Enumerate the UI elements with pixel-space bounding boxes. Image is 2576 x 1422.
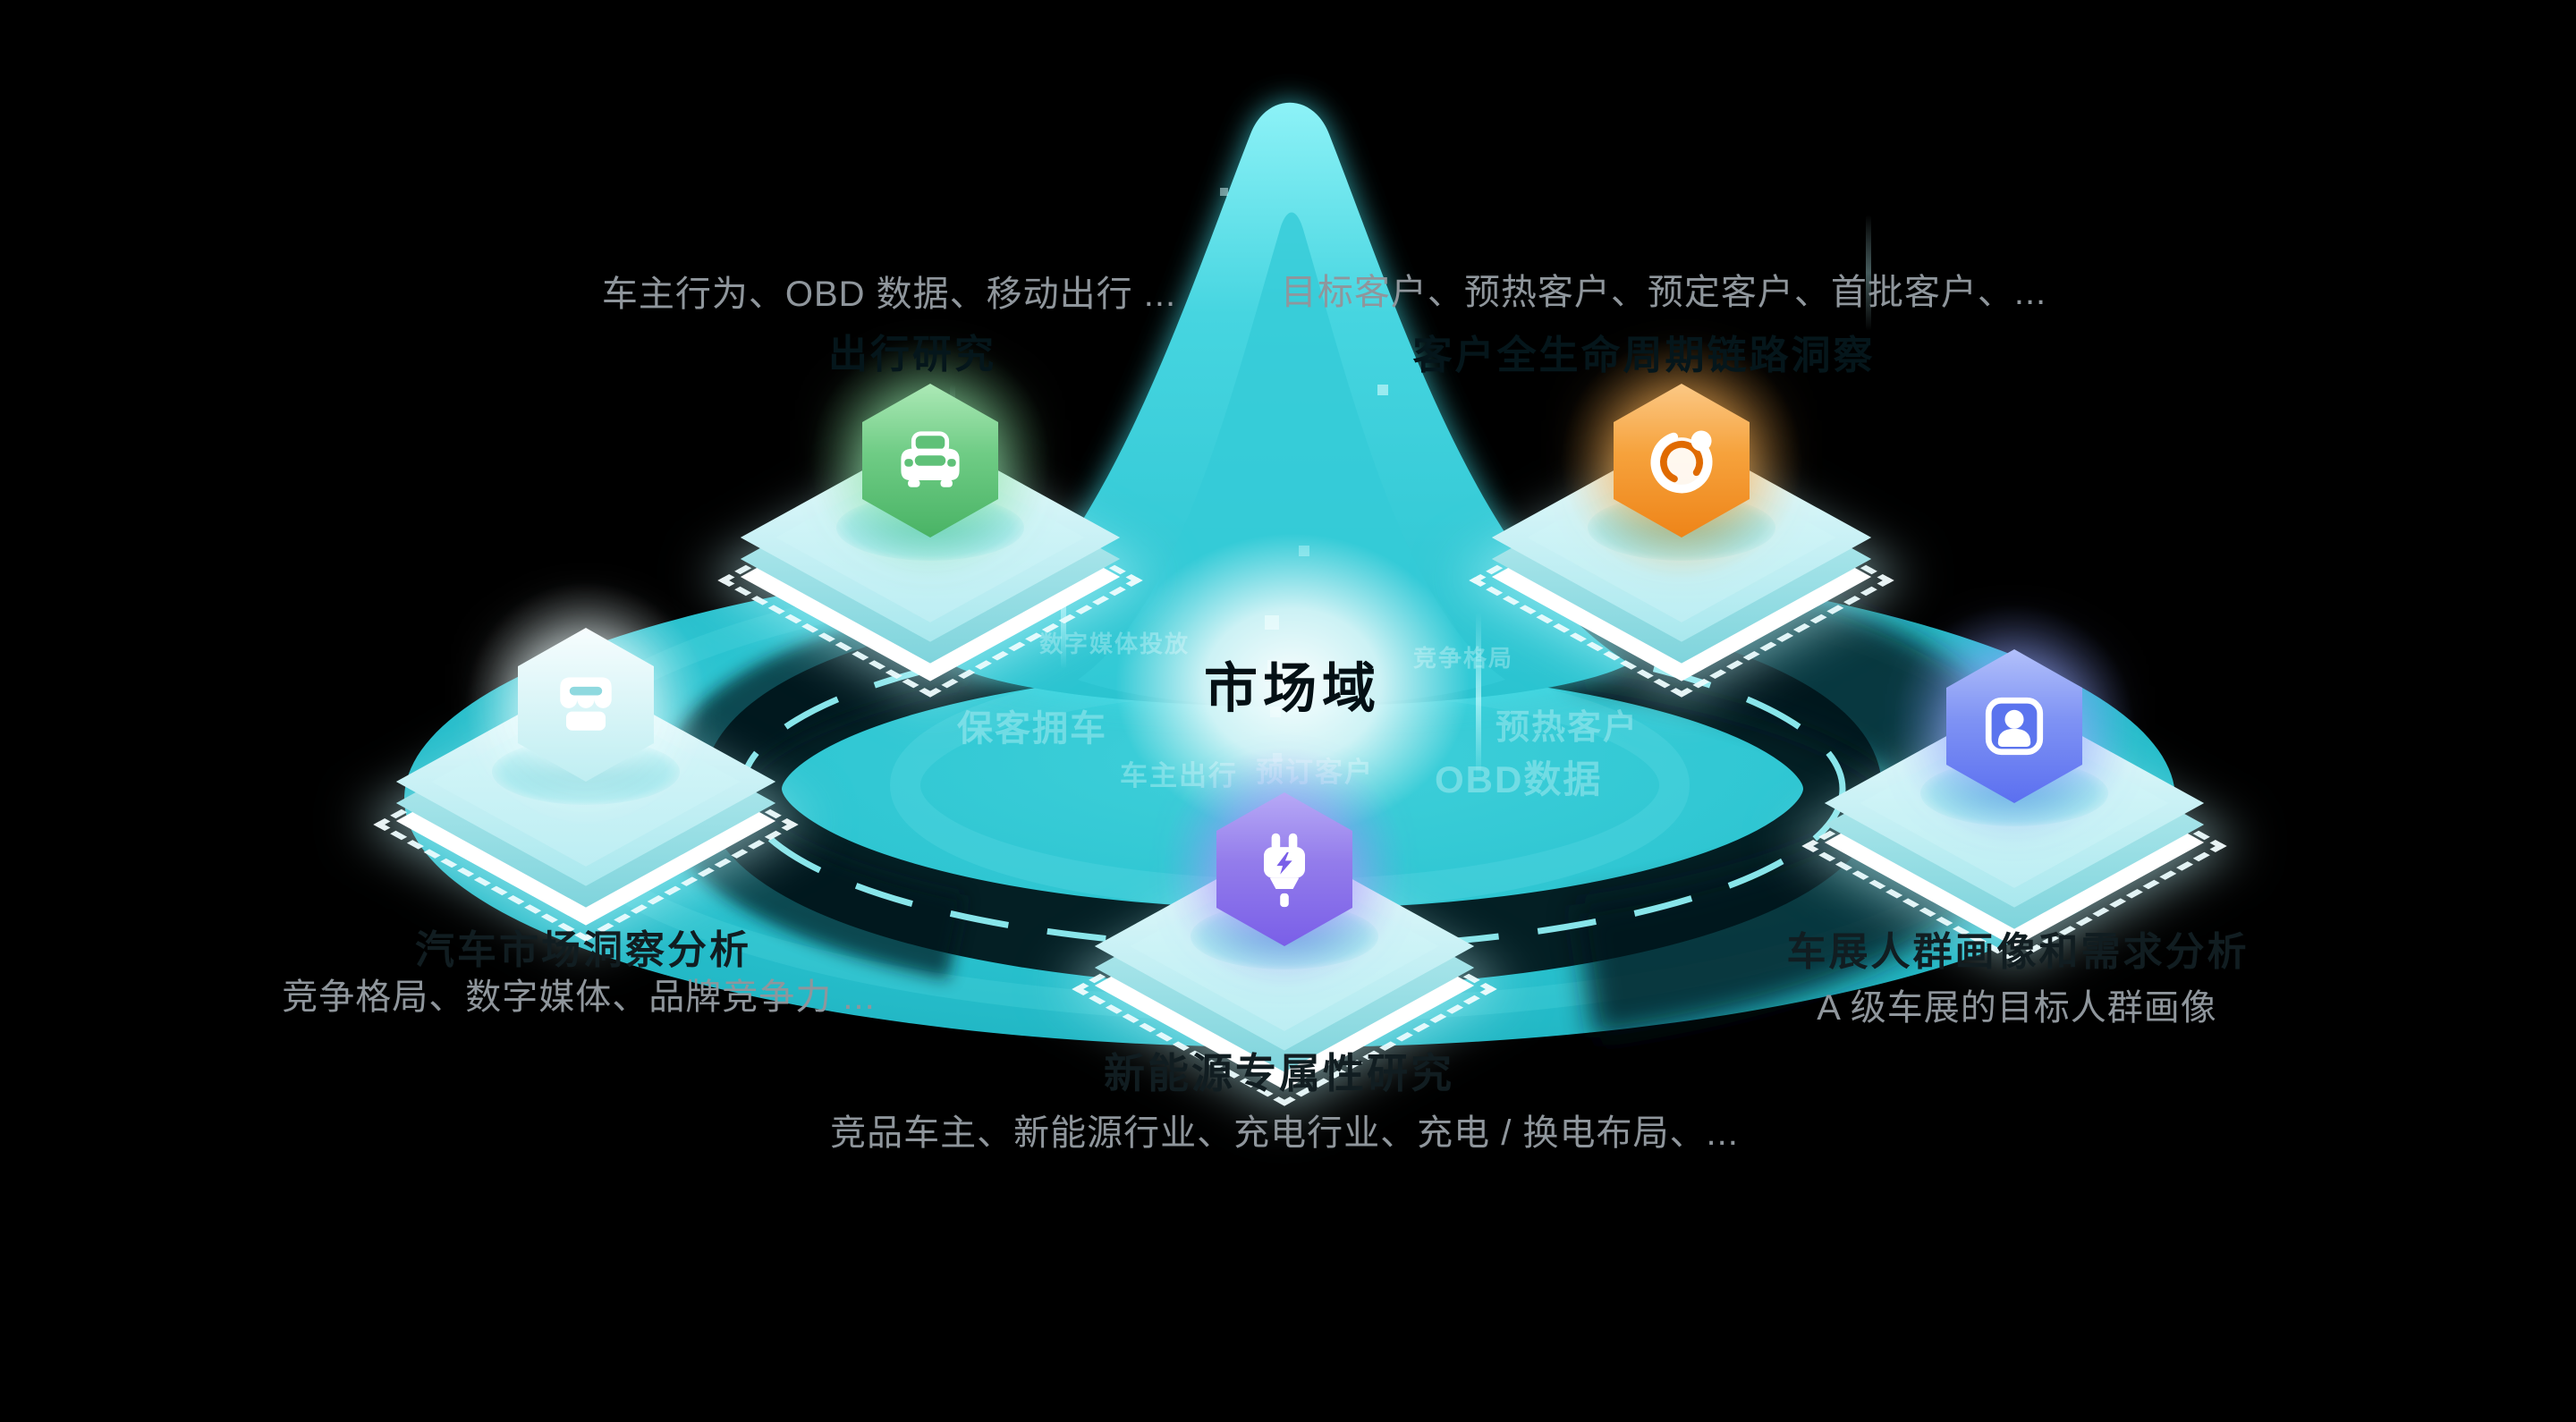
charging-plug-icon-glyph <box>1264 833 1305 908</box>
caption-auto-show-persona: A 级车展的目标人群画像 <box>1817 988 2217 1028</box>
center-glow <box>1114 532 1471 836</box>
label-auto-market-insight: 汽车市场洞察分析 <box>415 928 751 972</box>
label-nev-research: 新能源专属性研究 <box>1104 1050 1454 1096</box>
light-streak <box>1866 215 1871 331</box>
center-label: 市场域 <box>1204 658 1381 719</box>
label-auto-show-persona: 车展人群画像和需求分析 <box>1786 930 2250 974</box>
light-streak <box>1476 613 1481 783</box>
sparkle-square <box>1220 188 1228 196</box>
caption-customer-lifecycle: 目标客户、预热客户、预定客户、首批客户、... <box>1280 273 2047 312</box>
watermark-obd-data: OBD数据 <box>1435 758 1603 800</box>
caption-nev-research: 竞品车主、新能源行业、充电行业、充电 / 换电布局、... <box>830 1113 1739 1153</box>
caption-travel-research: 车主行为、OBD 数据、移动出行 ... <box>601 275 1177 314</box>
user-card-icon-glyph <box>1985 697 2044 756</box>
label-travel-research: 出行研究 <box>828 333 996 377</box>
lifecycle-ring-icon-glyph <box>1650 430 1713 494</box>
lifecycle-ring-icon <box>1614 384 1750 537</box>
label-customer-lifecycle: 客户全生命周期链路洞察 <box>1412 334 1876 377</box>
storefront-icon <box>518 628 654 782</box>
car-icon-glyph <box>901 431 960 487</box>
watermark-owner-retention: 保客拥车 <box>957 709 1107 749</box>
caption-auto-market-insight: 竞争格局、数字媒体、品牌竞争力 ... <box>282 978 876 1017</box>
storefront-icon-glyph <box>560 677 612 731</box>
sparkle-square <box>1377 385 1388 395</box>
watermark-warm-customers: 预热客户 <box>1496 709 1640 747</box>
